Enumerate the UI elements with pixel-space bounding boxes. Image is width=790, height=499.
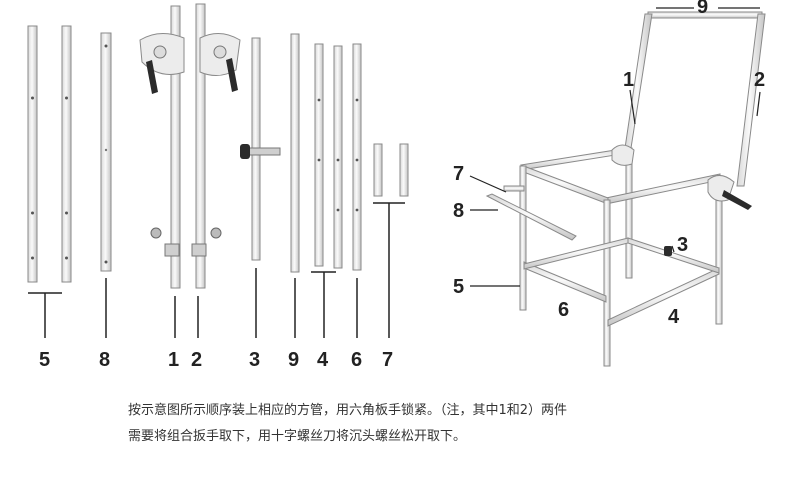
parts-row: 5 8 1 2 3 9 4 6 7 [27, 3, 409, 371]
part-1-upright [139, 5, 185, 338]
part-8-tube [100, 32, 112, 338]
label-part-8: 8 [99, 349, 110, 371]
label-part-7: 7 [382, 349, 393, 371]
part-7-short-tubes [373, 143, 409, 338]
asm-label-4: 4 [668, 306, 680, 328]
assembled-frame [485, 11, 766, 367]
asm-label-8: 8 [453, 200, 464, 222]
asm-label-9: 9 [697, 0, 708, 18]
part-2-upright [191, 3, 241, 338]
label-part-4: 4 [317, 349, 329, 371]
part-4-tube [311, 43, 343, 338]
asm-label-7: 7 [453, 163, 464, 185]
label-part-3: 3 [249, 349, 260, 371]
part-5-tubes [27, 25, 72, 338]
asm-label-2: 2 [754, 69, 765, 91]
part-9-tube [290, 33, 300, 338]
label-part-1: 1 [168, 349, 179, 371]
part-6-tube [352, 43, 362, 338]
label-part-6: 6 [351, 349, 362, 371]
asm-label-5: 5 [453, 276, 464, 298]
instruction-line-1: 按示意图所示顺序装上相应的方管，用六角板手锁紧。（注，其中1和2）两件 [128, 403, 568, 418]
part-3-tube [240, 37, 281, 338]
label-part-5: 5 [39, 349, 50, 371]
label-part-2: 2 [191, 349, 202, 371]
assembly-leaders [469, 7, 761, 287]
asm-label-1: 1 [623, 69, 634, 91]
label-part-9: 9 [288, 349, 299, 371]
asm-label-3: 3 [677, 234, 688, 256]
instruction-line-2: 需要将组合扳手取下，用十字螺丝刀将沉头螺丝松开取下。 [128, 429, 467, 444]
asm-label-6: 6 [558, 299, 569, 321]
